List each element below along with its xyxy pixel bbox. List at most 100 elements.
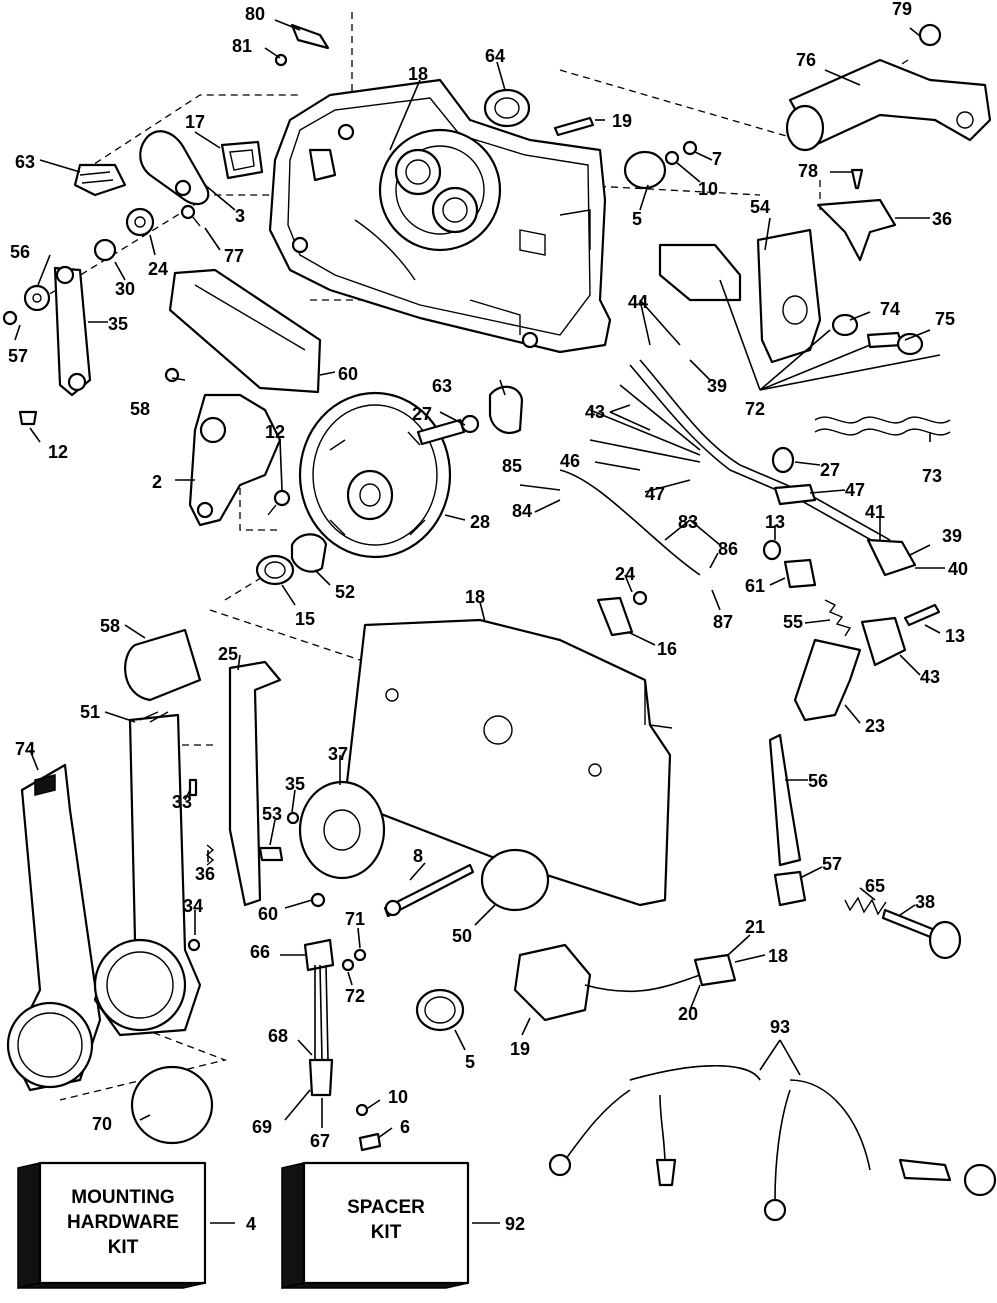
grip-61 — [124, 628, 202, 702]
callout-label: 43 — [920, 667, 940, 687]
callout-label: 64 — [485, 46, 505, 66]
bumper-58 — [773, 870, 807, 907]
ring-37 — [298, 780, 386, 880]
callout-label: 17 — [185, 112, 205, 132]
callout-label: 2 — [152, 472, 162, 492]
callout-label: 30 — [115, 279, 135, 299]
connector-72 — [308, 1058, 334, 1097]
callout-label: 51 — [80, 702, 100, 722]
callout-label: 52 — [335, 582, 355, 602]
tab-16 — [596, 596, 634, 637]
callout-label: 36 — [932, 209, 952, 229]
handle-arm-76 — [6, 763, 102, 1092]
gear-29 — [298, 391, 452, 559]
collar-30 — [93, 238, 117, 262]
switch-69 — [303, 938, 335, 972]
leader-lines — [14, 19, 945, 1139]
screw-26 — [632, 590, 648, 606]
bolt-9 — [383, 863, 475, 918]
bracket-40 — [816, 198, 897, 262]
callout-label: 33 — [172, 792, 192, 812]
lever-67 — [73, 163, 127, 197]
callout-label: 47 — [845, 480, 865, 500]
screw-74 — [353, 948, 367, 962]
handle-81 — [785, 58, 992, 152]
callout-label: 43 — [585, 402, 605, 422]
callout-label: 87 — [713, 612, 733, 632]
disc-51 — [480, 848, 550, 912]
callout-label: 10 — [388, 1087, 408, 1107]
trim-switch-41 — [860, 616, 907, 667]
ring-15 — [255, 554, 295, 586]
ring-65 — [488, 385, 524, 434]
mounting-hardware-kit-box: MOUNTING HARDWARE KIT 4 — [17, 1161, 256, 1289]
callout-label: 73 — [922, 466, 942, 486]
screw-14 — [903, 603, 941, 627]
callout-label: 85 — [502, 456, 522, 476]
ring-66 — [483, 88, 531, 128]
callout-label: 53 — [262, 804, 282, 824]
callout-label: 39 — [942, 526, 962, 546]
disc-7 — [623, 150, 667, 190]
callout-label: 35 — [285, 774, 305, 794]
callout-label: 50 — [452, 926, 472, 946]
callout-label: 5 — [465, 1052, 475, 1072]
screw-83 — [850, 168, 864, 190]
spring-78 — [814, 416, 951, 436]
callout-label: 24 — [148, 259, 168, 279]
wiring-harness-44 — [559, 359, 917, 577]
callout-label: 12 — [48, 442, 68, 462]
screw-35 — [286, 811, 300, 825]
callout-label: 41 — [865, 502, 885, 522]
kit-ref: 4 — [246, 1214, 256, 1234]
callout-label: 24 — [615, 564, 635, 584]
callout-label: 15 — [295, 609, 315, 629]
callout-label: 12 — [265, 422, 285, 442]
callout-label: 44 — [628, 292, 648, 312]
panel-56 — [756, 228, 822, 364]
callout-label: 27 — [820, 460, 840, 480]
cover-plate-63 — [168, 268, 322, 394]
callout-label: 55 — [783, 612, 803, 632]
callout-label: 78 — [798, 161, 818, 181]
screw-11 — [355, 1103, 369, 1117]
screw-60a — [2, 310, 18, 326]
callout-label: 56 — [10, 242, 30, 262]
callout-label: 69 — [252, 1117, 272, 1137]
callout-label: 13 — [765, 512, 785, 532]
knob-12a — [18, 410, 38, 426]
kit-line: SPACER — [347, 1197, 425, 1218]
callout-label: 72 — [345, 986, 365, 1006]
callout-label: 18 — [768, 946, 788, 966]
callout-label: 71 — [345, 909, 365, 929]
callout-label: 56 — [808, 771, 828, 791]
callout-label: 80 — [245, 4, 265, 24]
callout-label: 46 — [560, 451, 580, 471]
bolt-28 — [416, 414, 480, 446]
control-housing-rear — [268, 78, 612, 354]
callout-label: 6 — [400, 1117, 410, 1137]
callout-label: 36 — [195, 864, 215, 884]
battery-cables-93 — [548, 1064, 997, 1222]
callout-label: 77 — [224, 246, 244, 266]
nut-8 — [682, 140, 698, 156]
callout-label: 37 — [328, 744, 348, 764]
callout-label: 38 — [915, 892, 935, 912]
handle-arm-52 — [93, 711, 202, 1037]
washer-59 — [23, 284, 51, 312]
callout-label: 63 — [432, 376, 452, 396]
callout-label: 84 — [512, 501, 532, 521]
callout-label: 74 — [880, 299, 900, 319]
wire-71 — [314, 964, 329, 1061]
callout-label: 58 — [130, 399, 150, 419]
callout-label: 63 — [15, 152, 35, 172]
callout-label: 7 — [712, 149, 722, 169]
callout-label: 61 — [745, 576, 765, 596]
callout-label: 23 — [865, 716, 885, 736]
callout-label: 13 — [945, 626, 965, 646]
callout-label: 66 — [250, 942, 270, 962]
screw-34 — [187, 938, 201, 952]
callout-label: 60 — [338, 364, 358, 384]
callout-label: 81 — [232, 36, 252, 56]
